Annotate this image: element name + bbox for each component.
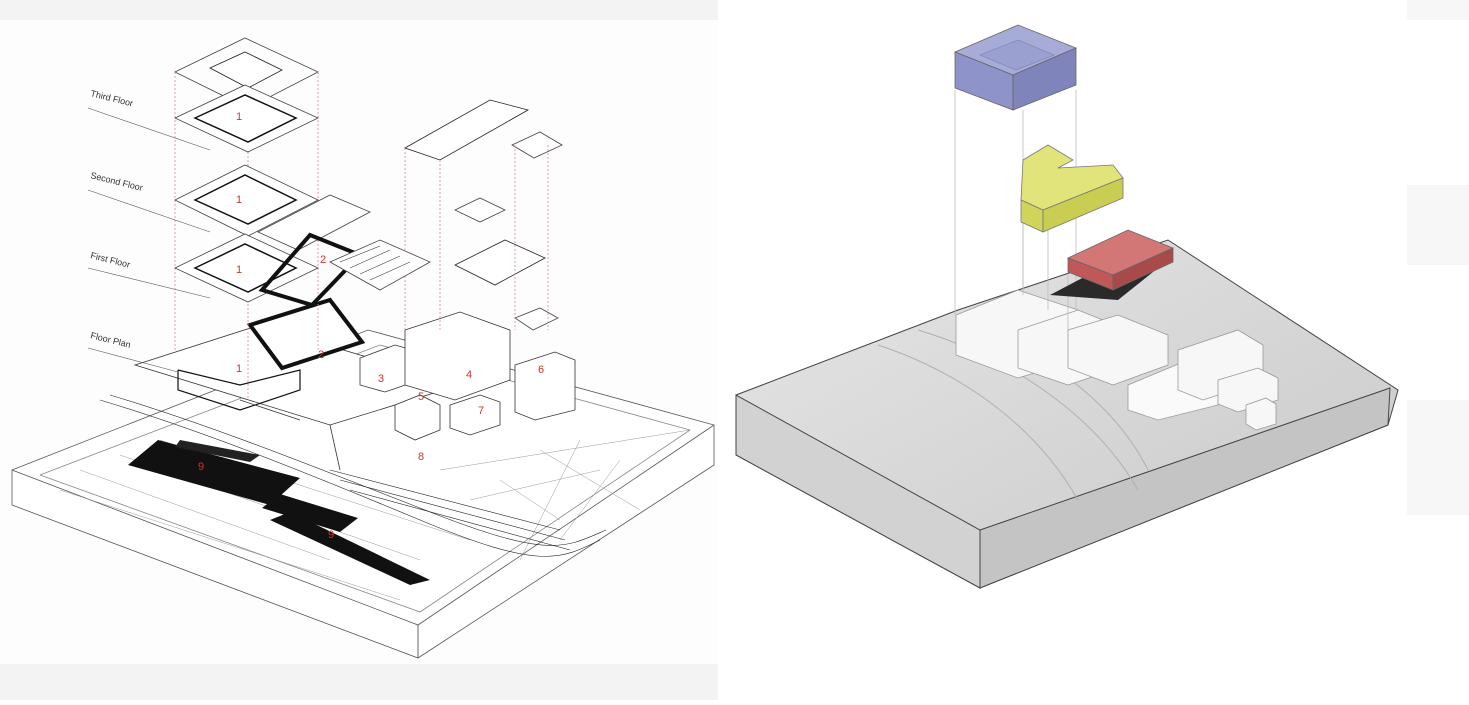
edge-fade-top bbox=[1407, 0, 1469, 20]
number-1-third: 1 bbox=[236, 111, 242, 123]
exploded-axonometric-panel: Third Floor Second Floor First Floor Flo… bbox=[0, 0, 718, 700]
volume-blue bbox=[953, 24, 1078, 111]
top-band bbox=[0, 0, 718, 20]
label-floor-plan: Floor Plan bbox=[90, 330, 132, 350]
number-3: 3 bbox=[378, 373, 384, 385]
number-1-second: 1 bbox=[236, 194, 242, 206]
volume-red bbox=[1066, 229, 1175, 291]
number-2-plan: 2 bbox=[318, 349, 324, 361]
number-1-first: 1 bbox=[236, 264, 242, 276]
number-7: 7 bbox=[478, 405, 484, 417]
label-third-floor: Third Floor bbox=[90, 88, 135, 108]
number-2-first: 2 bbox=[320, 254, 326, 266]
bottom-band bbox=[0, 664, 718, 700]
number-9-platform: 9 bbox=[328, 529, 334, 541]
label-first-floor: First Floor bbox=[90, 250, 132, 270]
number-8: 8 bbox=[418, 451, 424, 463]
number-6: 6 bbox=[538, 364, 544, 376]
volume-yellow bbox=[1020, 144, 1124, 233]
massing-model-panel bbox=[718, 0, 1469, 700]
number-9-station: 9 bbox=[198, 461, 204, 473]
number-4: 4 bbox=[466, 369, 472, 381]
label-second-floor: Second Floor bbox=[90, 170, 144, 193]
edge-fade-mid bbox=[1407, 185, 1469, 265]
number-1-plan: 1 bbox=[236, 363, 242, 375]
edge-fade-bottom bbox=[1407, 400, 1469, 515]
number-5: 5 bbox=[418, 391, 424, 403]
exploded-axonometric-drawing: Third Floor Second Floor First Floor Flo… bbox=[11, 37, 715, 659]
massing-volumes-model bbox=[735, 24, 1399, 589]
